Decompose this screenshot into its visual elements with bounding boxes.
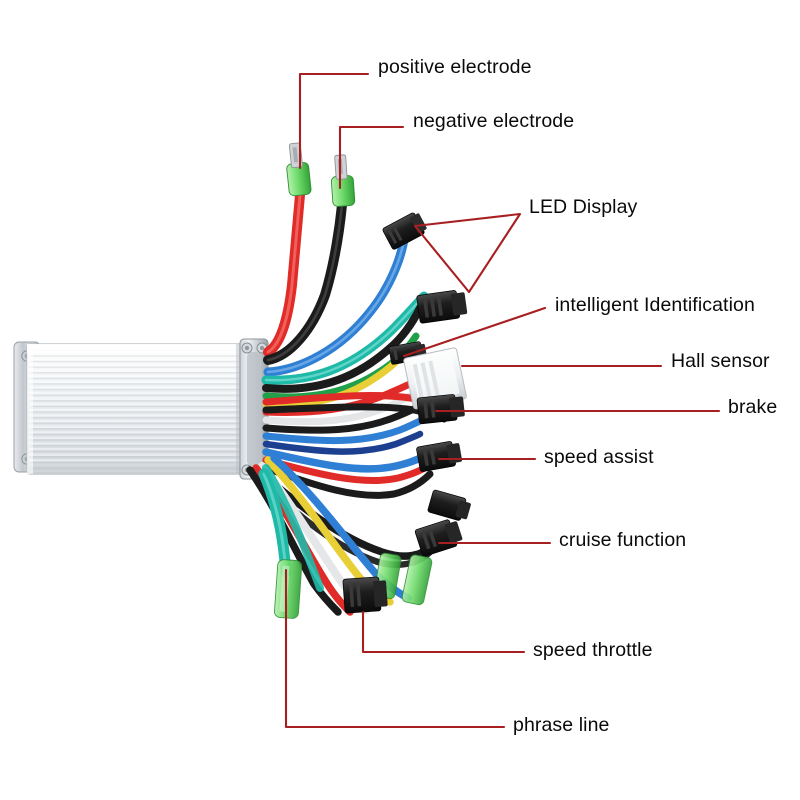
leader-positive-electrode [298,72,370,170]
callout-label-speed-throttle: speed throttle [533,639,653,661]
leader-phrase-line [284,568,506,729]
connector-hall-sensor [403,347,467,410]
callout-label-phrase-line: phrase line [513,714,610,736]
wire-display-black-2 [262,304,424,393]
wire-hall-darkblue [262,430,424,455]
leader-speed-throttle [361,610,526,654]
wire-hall-blue [262,415,428,445]
callout-label-negative-electrode: negative electrode [413,110,575,132]
leader-intelligent-identification [402,306,547,358]
connector-cruise-function [414,519,463,557]
leader-led-display [413,212,522,294]
connector-negative-terminal [330,154,356,207]
connector-phase-line-bullet [274,559,303,619]
connector-speed-assist [416,441,463,472]
callout-label-speed-assist: speed assist [544,446,654,468]
wire-phase-teal-2 [262,464,324,592]
callout-label-led-display: LED Display [529,196,638,218]
connector-spare-mid [427,489,471,521]
connector-green-bullet-right [401,554,433,606]
connector-brake [416,394,465,425]
wire-throttle-blue [270,454,412,602]
connector-speed-throttle [342,576,388,614]
callout-label-intelligent-identification: intelligent Identification [555,294,755,316]
wire-cruise-black [258,470,438,560]
callout-label-brake: brake [728,396,778,418]
leader-lines [284,72,721,729]
callout-label-cruise-function: cruise function [559,529,687,551]
connector-led-display-upper [382,212,427,250]
leader-negative-electrode [338,125,405,190]
callout-label-positive-electrode: positive electrode [378,56,532,78]
controller-body [13,338,269,480]
controller-heatsink [26,343,244,475]
connector-led-display-lower [416,290,468,324]
connector-positive-terminal [286,142,312,197]
callout-label-hall-sensor: Hall sensor [671,350,770,372]
